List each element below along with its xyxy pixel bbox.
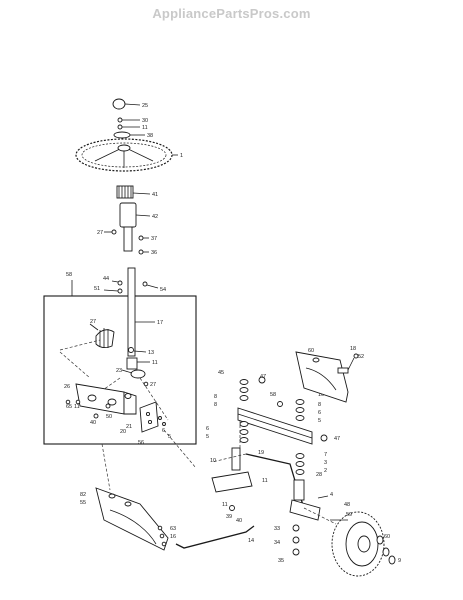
callout-brk-d: 40: [90, 420, 96, 426]
callout-top-right-c: 52: [358, 354, 364, 360]
callout-lower-a: 82: [80, 492, 86, 498]
callout-right-b: 8: [318, 402, 321, 408]
callout-shaft-bottom: 36: [151, 250, 157, 256]
sector-gear: [95, 329, 115, 349]
callout-shaft: 17: [157, 320, 163, 326]
wheel-hardware: [376, 535, 396, 565]
callout-right-h: 2: [324, 468, 327, 474]
right-spindle-arm: [289, 479, 321, 521]
callout-brk-g: 20: [120, 429, 126, 435]
callout-axle-f: 47: [260, 374, 266, 380]
callout-right-e: 47: [334, 436, 340, 442]
callout-shaft-washer: 44: [103, 276, 109, 282]
callout-axle-d: 6: [206, 426, 209, 432]
callout-sector: 27: [90, 319, 96, 325]
lower-steering-shaft: [127, 267, 136, 357]
callout-right-m: 48: [344, 502, 350, 508]
callout-lower-e: 40: [236, 518, 242, 524]
callout-right-d: 5: [318, 418, 321, 424]
callout-right-i: 33: [274, 526, 280, 532]
callout-top-right-d: 58: [270, 392, 276, 398]
callout-right-f: 7: [324, 452, 327, 458]
drag-link-rod: [175, 525, 255, 549]
callout-wheel-a: 59: [346, 512, 352, 518]
steering-cap: [112, 98, 126, 110]
steering-nut: [117, 117, 123, 123]
callout-brk-a: 26: [64, 384, 70, 390]
callout-wheel-b: 60: [384, 534, 390, 540]
steering-bracket: [75, 383, 137, 415]
callout-brk-b: 65: [66, 404, 72, 410]
callout-right-g: 3: [324, 460, 327, 466]
callout-right-n: 28: [316, 472, 322, 478]
callout-axle-a: 45: [218, 370, 224, 376]
lower-frame-bracket: [95, 487, 169, 551]
steering-hub-gear: [116, 185, 134, 199]
callout-pinion: 11: [152, 360, 158, 366]
callout-brk-j: 56: [138, 440, 144, 446]
callout-subassembly: 58: [66, 272, 72, 278]
callout-axle-j: 39: [226, 514, 232, 520]
callout-brk-f: 27: [150, 382, 156, 388]
front-wheel: [331, 511, 385, 577]
left-spindle-stack: [239, 379, 249, 443]
callout-lower-b: 55: [80, 500, 86, 506]
callout-lower-d: 16: [170, 534, 176, 540]
callout-shaft-nut: 54: [160, 287, 166, 293]
callout-washer: 11: [142, 125, 148, 131]
callout-right-a: 10: [318, 392, 324, 398]
callout-right-j: 34: [274, 540, 280, 546]
callout-axle-e: 5: [206, 434, 209, 440]
callout-axle-b: 8: [214, 394, 217, 400]
callout-axle-i: 11: [262, 478, 268, 484]
callout-shaft-bolt: 51: [94, 286, 100, 292]
callout-clip: 23: [116, 368, 122, 374]
callout-gear: 41: [152, 192, 158, 198]
callout-right-l: 4: [330, 492, 333, 498]
steering-wheel: [75, 138, 173, 172]
front-axle: [237, 407, 313, 445]
steering-adapter: [113, 131, 131, 139]
callout-axle-c: 8: [214, 402, 217, 408]
callout-axle-h: 10: [210, 458, 216, 464]
steering-washer: [117, 124, 123, 130]
callout-brk-i: 5: [168, 434, 171, 440]
callout-brk-e: 50: [106, 414, 112, 420]
callout-lower-c: 63: [170, 526, 176, 532]
callout-brk-h: 6: [162, 428, 165, 434]
pinion: [126, 357, 138, 370]
callout-wheel: 1: [180, 153, 183, 159]
subassembly-box: [43, 295, 197, 445]
callout-bolt-right: 37: [151, 236, 157, 242]
callout-nut: 30: [142, 118, 148, 124]
callout-top-right-b: 18: [350, 346, 356, 352]
callout-brk-c: 11: [74, 404, 80, 410]
callout-lower-g: 14: [248, 538, 254, 544]
steering-bushing: [119, 202, 137, 228]
upper-right-fastener: [337, 353, 359, 374]
callout-lower-f: 11: [222, 502, 228, 508]
callout-right-c: 6: [318, 410, 321, 416]
callout-bolt-left: 27: [97, 230, 103, 236]
callout-adapter: 38: [147, 133, 153, 139]
callout-bushing: 42: [152, 214, 158, 220]
callout-axle-g: 19: [258, 450, 264, 456]
callout-cap: 25: [142, 103, 148, 109]
watermark-text: AppliancePartsPros.com: [152, 6, 311, 21]
upper-shaft: [123, 226, 133, 252]
mounting-plate: [139, 401, 159, 433]
upper-right-bracket: [295, 351, 349, 403]
right-spindle-stack: [295, 399, 305, 475]
callout-right-k: 35: [278, 558, 284, 564]
left-spindle-arm: [211, 447, 253, 493]
callout-pin: 13: [148, 350, 154, 356]
callout-top-right-a: 60: [308, 348, 314, 354]
callout-brk-k: 21: [126, 424, 132, 430]
callout-wheel-c: 9: [398, 558, 401, 564]
